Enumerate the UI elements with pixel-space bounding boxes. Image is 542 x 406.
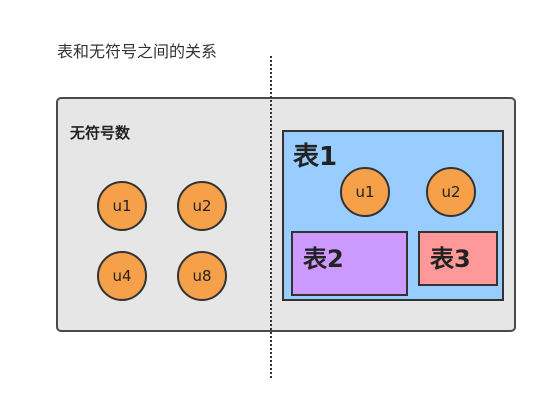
table1-u1-circle: u1 bbox=[340, 167, 390, 217]
unsigned-u1-circle: u1 bbox=[97, 181, 147, 231]
table3-label: 表3 bbox=[430, 245, 471, 273]
diagram-title: 表和无符号之间的关系 bbox=[57, 42, 218, 61]
unsigned-group-label: 无符号数 bbox=[70, 124, 131, 142]
table3-box bbox=[418, 231, 498, 286]
table2-box bbox=[291, 231, 408, 296]
table1-u2-circle: u2 bbox=[426, 167, 476, 217]
unsigned-u4-circle: u4 bbox=[97, 251, 147, 301]
unsigned-u2-circle: u2 bbox=[177, 181, 227, 231]
table2-label: 表2 bbox=[303, 245, 344, 273]
table1-label: 表1 bbox=[293, 142, 338, 172]
dotted-divider-line bbox=[270, 56, 272, 378]
unsigned-u8-circle: u8 bbox=[177, 251, 227, 301]
